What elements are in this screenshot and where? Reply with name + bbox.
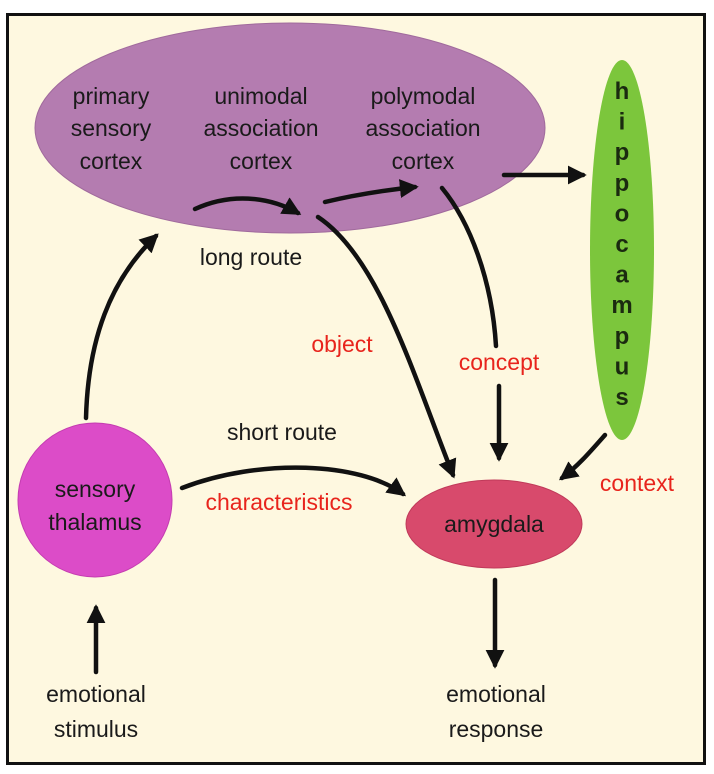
primary-to-unimodal-arrow: [192, 196, 302, 216]
thalamus-to-amygdala-arrow: [179, 465, 407, 497]
svg-text:polymodal: polymodal: [371, 83, 476, 109]
amygdala-ellipse: [405, 479, 583, 569]
short-route-label: short route: [227, 419, 337, 445]
hippocampus-letter: s: [615, 384, 628, 411]
svg-text:emotional: emotional: [46, 681, 146, 707]
svg-text:thalamus: thalamus: [48, 509, 141, 535]
svg-text:response: response: [449, 716, 544, 742]
object-label: object: [311, 331, 373, 357]
hippocampus-letter: c: [615, 231, 628, 258]
hippocampus-letter: i: [619, 109, 626, 136]
svg-text:cortex: cortex: [80, 148, 143, 174]
unimodal-association-cortex-label: unimodal association cortex: [203, 83, 318, 174]
svg-text:association: association: [203, 115, 318, 141]
svg-text:stimulus: stimulus: [54, 716, 138, 742]
long-route-label: long route: [200, 244, 302, 270]
amygdala-label: amygdala: [444, 511, 544, 537]
concept-label: concept: [459, 349, 540, 375]
hippocampus-letter: u: [615, 353, 630, 380]
primary-sensory-cortex-label: primary sensory cortex: [71, 83, 152, 174]
svg-text:sensory: sensory: [55, 476, 136, 502]
hippocampus-letter: o: [615, 200, 630, 227]
unimodal-to-amygdala-arrow: [315, 214, 457, 479]
unimodal-to-polymodal-arrow: [322, 179, 419, 205]
hippocampus-ellipse: [590, 60, 654, 440]
svg-text:unimodal: unimodal: [214, 83, 307, 109]
polymodal-to-amygdala-arrow: [439, 185, 499, 349]
svg-text:emotional: emotional: [446, 681, 546, 707]
svg-text:primary: primary: [73, 83, 150, 109]
polymodal-association-cortex-label: polymodal association cortex: [365, 83, 480, 174]
hippocampus-letter: h: [615, 78, 630, 105]
emotional-response-label: emotional response: [446, 681, 546, 742]
thalamus-to-cortex-arrow: [83, 233, 159, 421]
svg-text:association: association: [365, 115, 480, 141]
hippocampus-letter: p: [615, 139, 630, 166]
sensory-thalamus-label: sensory thalamus: [48, 476, 141, 535]
svg-text:cortex: cortex: [230, 148, 293, 174]
emotional-stimulus-label: emotional stimulus: [46, 681, 146, 742]
context-label: context: [600, 470, 675, 496]
svg-text:sensory: sensory: [71, 115, 152, 141]
svg-text:cortex: cortex: [392, 148, 455, 174]
thalamus-circle: [17, 422, 173, 578]
hippocampus-letter: a: [615, 262, 629, 289]
hippocampus-to-amygdala-arrow: [558, 432, 608, 481]
hippocampus-letter: m: [611, 292, 632, 319]
hippocampus-letter: p: [615, 170, 630, 197]
characteristics-label: characteristics: [206, 489, 353, 515]
hippocampus-letter: p: [615, 323, 630, 350]
